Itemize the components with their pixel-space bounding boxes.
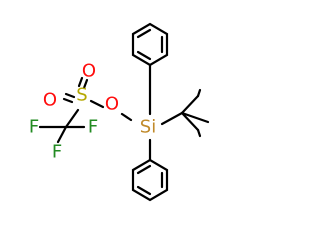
- sulfur-atom-label: S: [76, 85, 87, 106]
- phenyl-ring-top: [131, 22, 169, 67]
- trifluoromethyl-bonds: [38, 125, 86, 144]
- ester-oxygen-label: O: [105, 94, 119, 115]
- silicon-bonds: [120, 63, 184, 162]
- sulfonyl-oxygen-upper-label: O: [82, 61, 96, 82]
- phenyl-ring-bottom: [131, 158, 169, 202]
- fluorine-right-label: F: [88, 117, 98, 138]
- sulfonyl-oxygen-left-label: O: [43, 90, 57, 111]
- silicon-atom-label: Si: [140, 117, 156, 138]
- tert-butyl-group: [180, 88, 210, 138]
- fluorine-left-label: F: [29, 117, 39, 138]
- structure-diagram: Si O S O O F F F: [29, 22, 210, 202]
- fluorine-bottom-label: F: [52, 142, 62, 163]
- sulfonate-bonds: [62, 76, 105, 129]
